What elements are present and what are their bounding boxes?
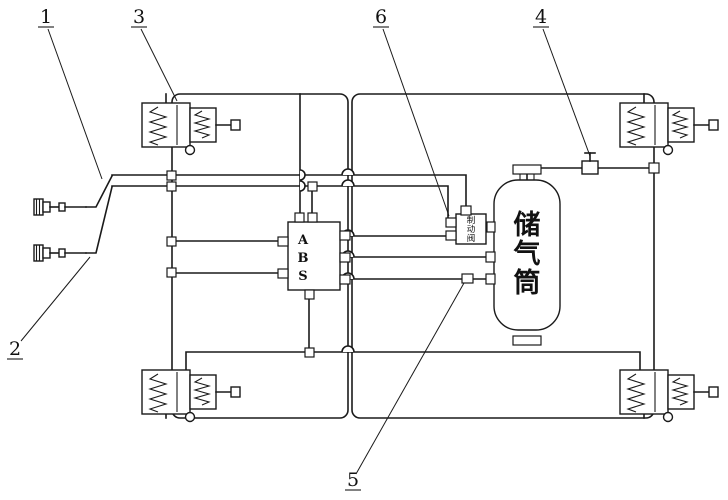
abs-letter-b: B — [298, 251, 309, 266]
brake-chamber-bottom-left — [141, 369, 241, 423]
abs-port — [339, 274, 351, 285]
label-1: 1 — [38, 6, 103, 180]
brake-chamber-bottom-right — [619, 369, 719, 423]
brake-valve-port — [445, 217, 457, 228]
reservoir-label-char: 储 — [514, 210, 541, 241]
pipe-run-upper-b — [111, 185, 449, 224]
pipe-from-coupling-2 — [85, 186, 113, 254]
reservoir-label-char: 气 — [513, 239, 541, 270]
abs-port — [304, 289, 315, 300]
pipe-from-coupling-1 — [85, 174, 114, 208]
pipe-run-bottom — [185, 351, 641, 371]
label-4-text: 4 — [535, 6, 547, 28]
abs-port — [277, 236, 289, 247]
pipe-fitting — [648, 162, 660, 174]
leader-line-4 — [542, 28, 591, 157]
pipe-fitting — [166, 181, 177, 192]
reservoir-label-char: 筒 — [514, 267, 541, 299]
abs-port — [339, 230, 351, 241]
pipe-crossing-hop — [341, 168, 355, 176]
label-6: 6 — [373, 6, 450, 217]
leader-line-6 — [382, 28, 450, 217]
brake-chamber-top-right — [619, 102, 719, 156]
brake-valve-port — [445, 230, 457, 241]
pipe-fitting — [166, 170, 177, 181]
abs-valve: A B S — [277, 212, 351, 300]
pipe-crossing-hop — [299, 180, 306, 192]
abs-port — [294, 212, 305, 223]
brake-valve-label-char: 动 — [467, 224, 476, 235]
pipe-crossing-hop — [341, 345, 355, 353]
abs-port — [339, 252, 351, 263]
abs-port — [307, 212, 318, 223]
reservoir-port — [486, 221, 496, 233]
label-1-text: 1 — [40, 6, 52, 28]
abs-letter-s: S — [298, 269, 307, 284]
abs-valve-body — [287, 221, 341, 291]
pipe-crossing-hop — [299, 169, 306, 181]
pipe-fittings — [166, 162, 660, 358]
pipe-run-upper-a — [111, 174, 467, 209]
brake-chamber-top-left — [141, 102, 241, 156]
label-4: 4 — [533, 6, 591, 157]
leader-line-2 — [20, 256, 91, 342]
protection-valve — [581, 152, 599, 175]
pipe-runs — [85, 93, 655, 419]
reservoir-top-bracket — [512, 164, 542, 175]
test-coupling-1 — [33, 198, 87, 216]
label-3: 3 — [131, 6, 178, 102]
reservoir-bottom-bracket — [512, 335, 542, 346]
label-5-text: 5 — [347, 469, 359, 491]
label-2: 2 — [7, 256, 91, 360]
pipe-fitting — [166, 236, 177, 247]
reservoir-port — [485, 251, 496, 263]
protection-valve-body — [581, 160, 599, 175]
leader-line-1 — [47, 28, 103, 180]
leader-line-5 — [355, 282, 465, 475]
reservoir-port — [485, 273, 496, 285]
figure-labels: 1 3 6 4 2 5 — [7, 6, 591, 491]
brake-valve-label-char: 阀 — [467, 234, 476, 244]
air-reservoir: 储 气 筒 — [485, 164, 561, 346]
relay-fitting — [461, 273, 474, 284]
brake-valve: 制 动 阀 — [445, 205, 487, 245]
abs-letter-a: A — [297, 233, 309, 248]
label-3-text: 3 — [133, 6, 145, 28]
pipe-fitting — [307, 181, 318, 192]
test-coupling-2 — [33, 244, 87, 262]
pipe-crossing-hop — [341, 179, 355, 187]
brake-valve-body — [455, 213, 487, 245]
pipe-fitting — [304, 347, 315, 358]
pipe-fitting — [166, 267, 177, 278]
label-5: 5 — [345, 282, 465, 491]
brake-valve-port — [460, 205, 472, 216]
brake-valve-label-char: 制 — [467, 215, 476, 226]
abs-port — [277, 268, 289, 279]
label-2-text: 2 — [9, 338, 21, 360]
label-6-text: 6 — [375, 6, 387, 28]
leader-line-3 — [140, 28, 178, 102]
pipe-crossings — [299, 168, 355, 353]
